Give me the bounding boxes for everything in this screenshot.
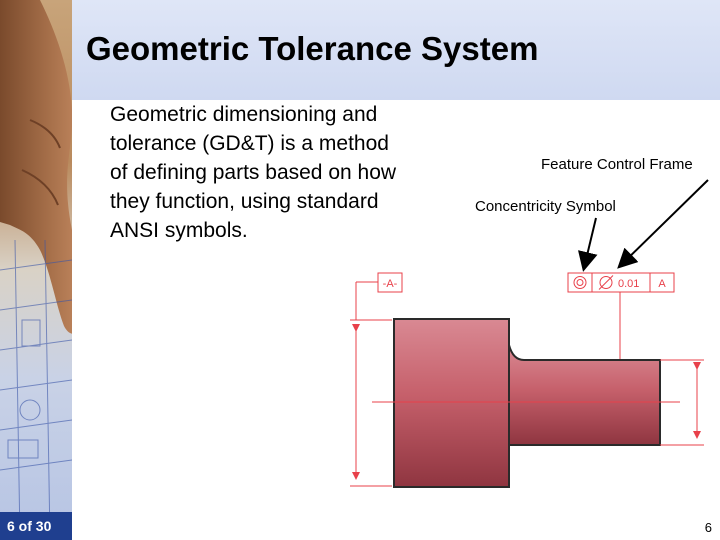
small-cylinder	[508, 344, 661, 446]
feature-control-frame-label: Feature Control Frame	[541, 156, 693, 173]
diameter-icon	[598, 275, 614, 290]
pointing-hand-image	[0, 0, 72, 334]
title-bar	[72, 0, 720, 100]
decorative-photo-strip	[0, 0, 72, 540]
datum-a-label: -A-	[383, 278, 398, 290]
slide-title: Geometric Tolerance System	[86, 30, 539, 67]
feature-control-frame: 0.01 A	[567, 272, 675, 293]
page-indicator: 6 of 30	[7, 518, 52, 534]
slide-number: 6	[704, 520, 712, 535]
body-text: Geometric dimensioning and tolerance (GD…	[110, 103, 397, 242]
blueprint-background-image	[0, 240, 72, 540]
tolerance-value: 0.01	[618, 278, 639, 290]
concentricity-symbol-arrow	[578, 217, 598, 272]
large-cylinder	[393, 318, 510, 488]
concentricity-symbol-label: Concentricity Symbol	[475, 198, 616, 215]
footer-badge	[0, 512, 72, 540]
feature-control-frame-arrow	[617, 179, 709, 269]
concentricity-icon	[573, 276, 587, 289]
datum-reference: A	[658, 278, 666, 290]
